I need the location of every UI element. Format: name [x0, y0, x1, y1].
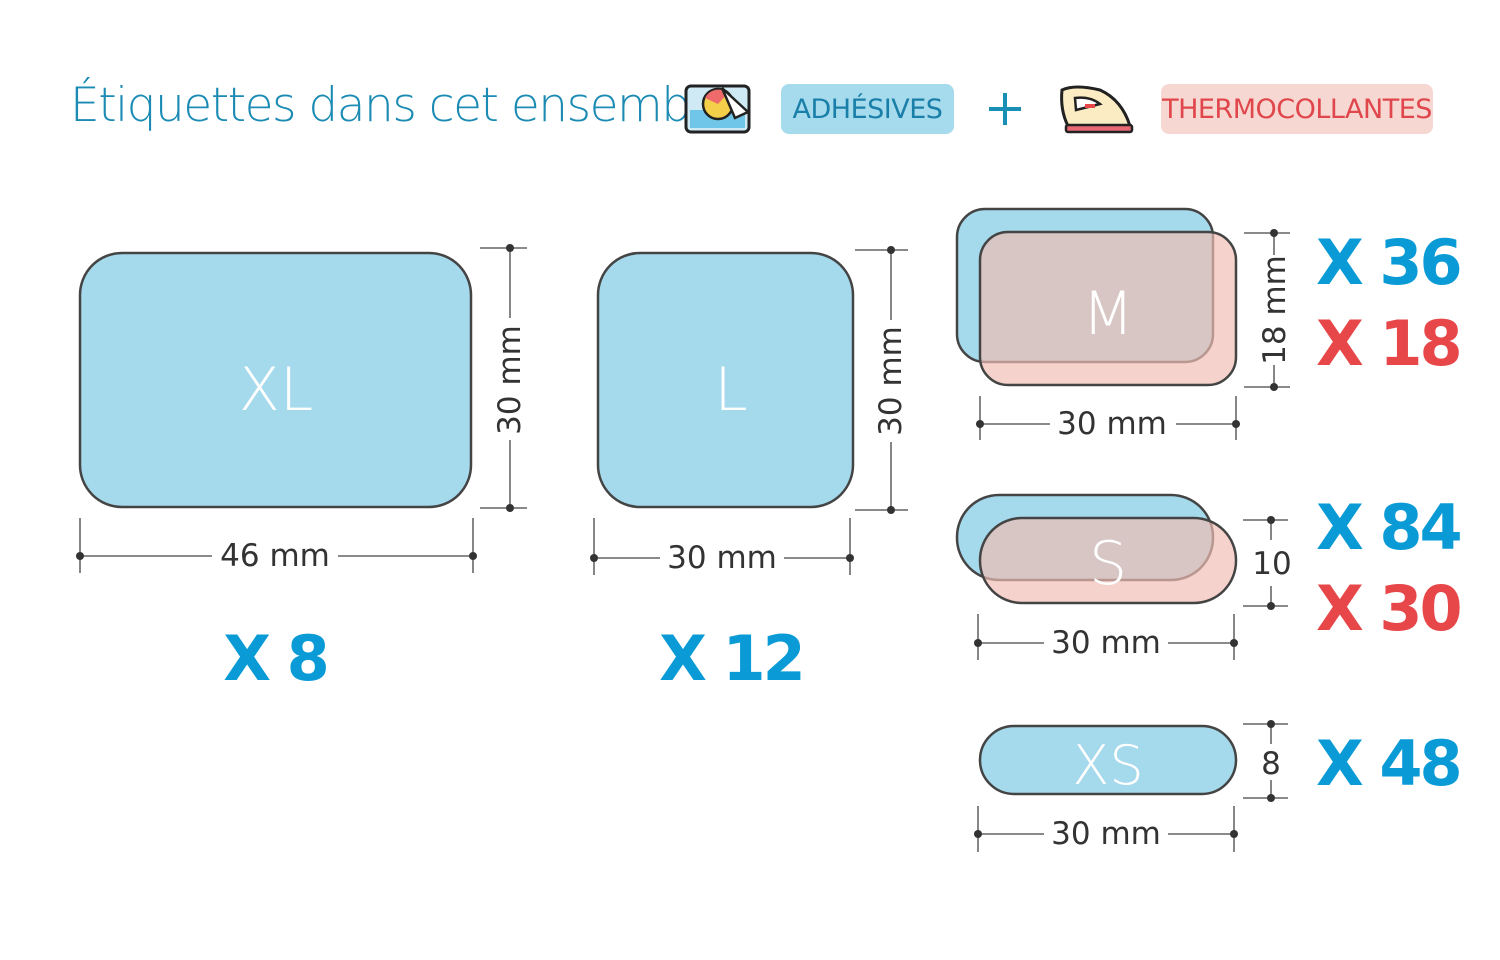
iron-icon	[1060, 85, 1134, 134]
page-title: Étiquettes dans cet ensemble	[70, 78, 730, 133]
adhesive-sticker-icon	[684, 84, 751, 134]
plus-icon	[989, 93, 1021, 125]
thermo-badge: THERMOCOLLANTES	[1161, 84, 1433, 134]
adhesive-badge: ADHÉSIVES	[781, 84, 954, 134]
